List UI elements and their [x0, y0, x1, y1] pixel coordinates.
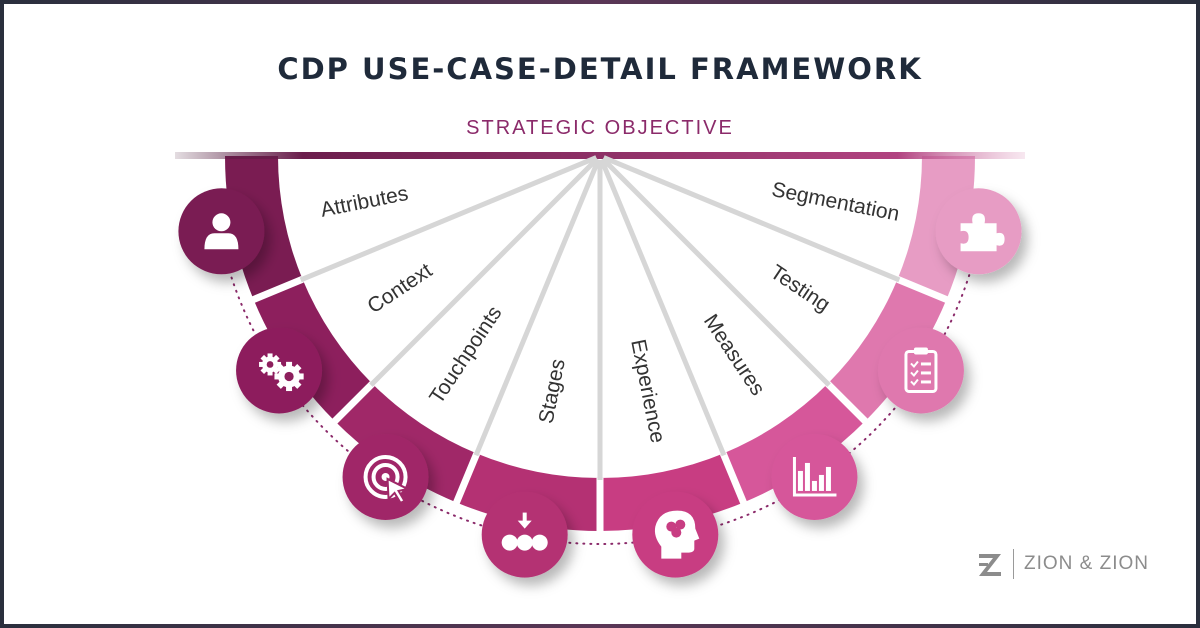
subtitle-strategic-objective: STRATEGIC OBJECTIVE	[466, 117, 734, 139]
bar-chart-icon	[792, 456, 837, 497]
ring-divider	[719, 452, 750, 510]
brain-head-icon	[654, 510, 700, 559]
ring-divider	[896, 275, 954, 306]
brand-divider	[1013, 549, 1014, 579]
icon-circle-measures	[771, 433, 858, 520]
puzzle-icon	[960, 213, 1005, 252]
ring-divider	[246, 275, 304, 306]
top-bar	[175, 152, 1025, 159]
icon-circles	[178, 188, 1022, 578]
icon-circle-stages	[481, 491, 568, 578]
icon-circle-attributes	[178, 188, 265, 275]
zion-logo-icon	[979, 554, 1001, 576]
ring-divider	[328, 381, 375, 428]
page-title: CDP USE-CASE-DETAIL FRAMEWORK	[277, 52, 923, 86]
user-icon	[204, 213, 239, 250]
brand-name: ZION & ZION	[1024, 553, 1149, 574]
stages-icon	[501, 512, 548, 551]
ring-divider	[450, 452, 481, 510]
ring-divider	[825, 381, 872, 428]
spoke-line	[602, 155, 901, 283]
brand-logo: ZION & ZION	[975, 548, 1149, 580]
clipboard-icon	[904, 347, 938, 393]
icon-circle-context	[236, 327, 323, 414]
icon-circle-testing	[877, 327, 964, 414]
spoke-line	[599, 158, 727, 457]
spoke-line	[369, 157, 599, 387]
icon-circle-touchpoints	[342, 433, 429, 520]
icon-circle-segmentation	[935, 188, 1022, 275]
spoke-line	[299, 155, 598, 283]
spoke-line	[473, 158, 601, 457]
spokes	[299, 155, 901, 480]
icon-circle-experience	[632, 491, 719, 578]
gears-icon	[259, 353, 304, 392]
target-click-icon	[363, 454, 411, 505]
spoke-line	[601, 157, 831, 387]
